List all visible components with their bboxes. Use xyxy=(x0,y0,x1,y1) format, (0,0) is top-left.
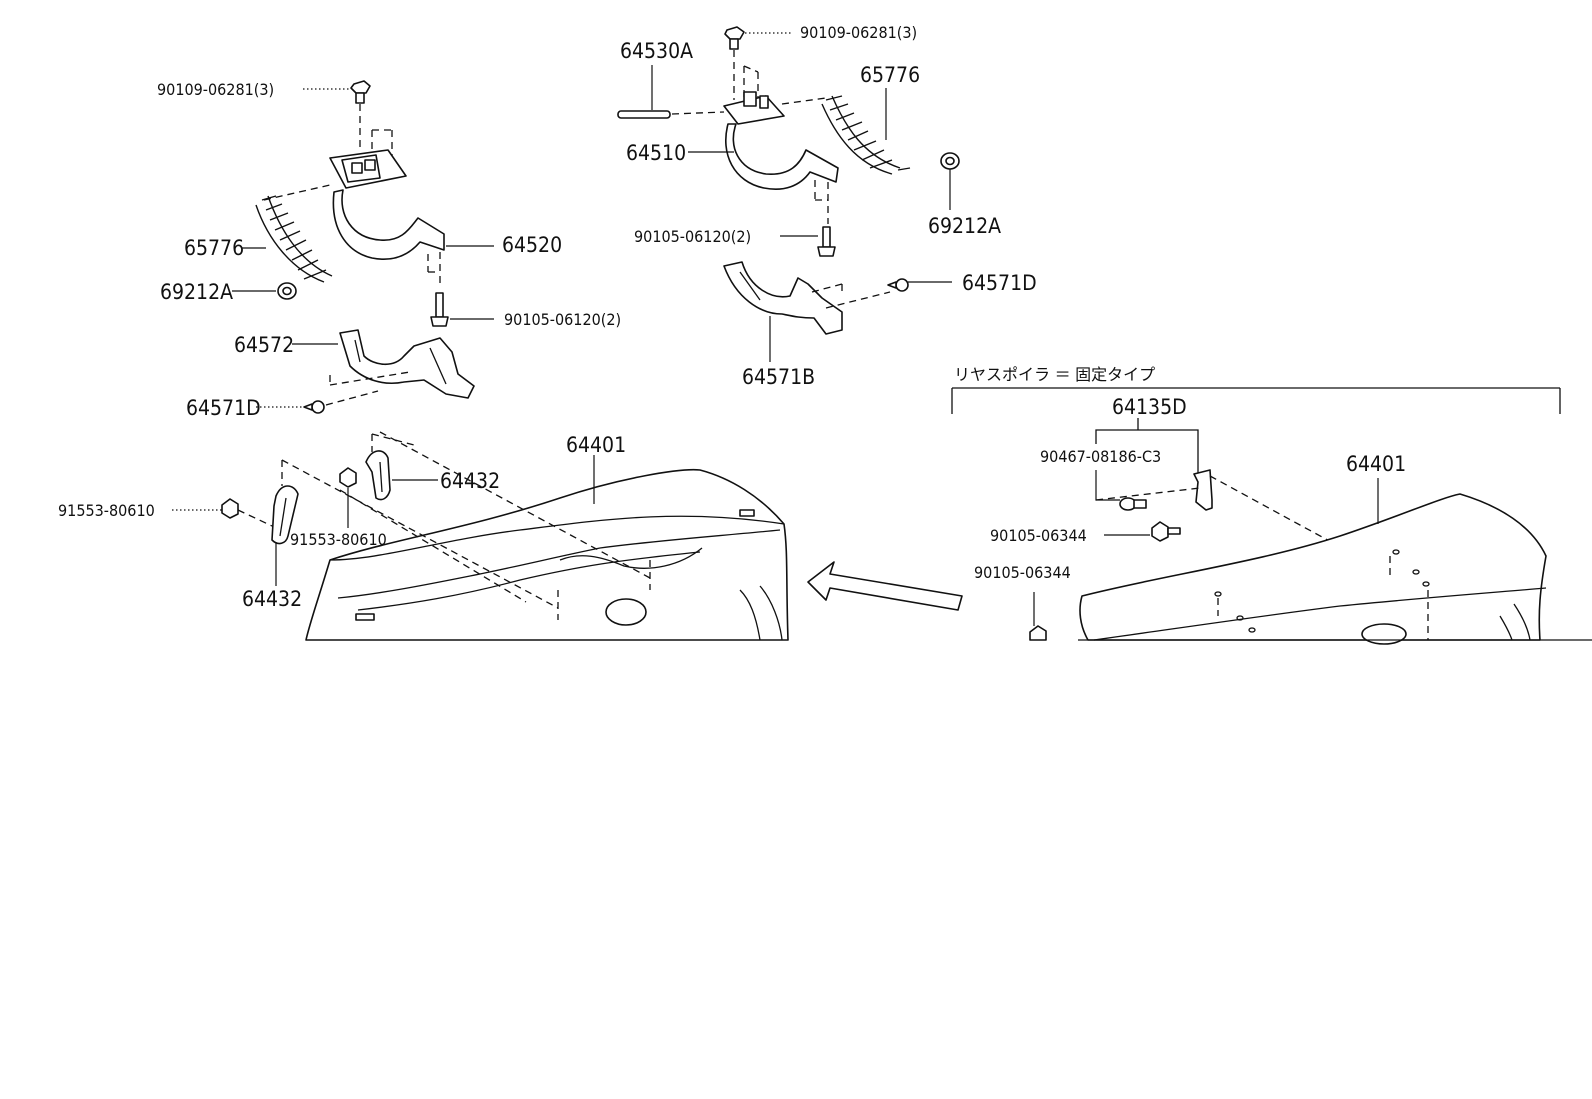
right-trunk-lid xyxy=(1079,493,1547,645)
callout-left-spring: 65776 xyxy=(184,236,244,260)
left-top-bolt xyxy=(350,80,371,104)
left-spring xyxy=(255,195,333,283)
center-rod xyxy=(617,110,671,119)
callout-center-screw: 64571D xyxy=(962,271,1037,295)
callout-spoiler-bolt: 90467-08186-C3 xyxy=(1040,447,1161,466)
callout-left-hinge-arm: 64520 xyxy=(502,233,562,257)
spoiler-screw-lower xyxy=(1029,625,1047,641)
callout-center-hinge-arm: 64510 xyxy=(626,141,686,165)
spoiler-variant-box xyxy=(951,387,1561,414)
callout-spoiler-screw-lower: 90105-06344 xyxy=(974,563,1071,582)
callout-center-bolt-top: 90109-06281(3) xyxy=(800,23,917,42)
upper-stay xyxy=(365,450,391,501)
callout-lid-left: 64401 xyxy=(566,433,626,457)
left-hinge-arm xyxy=(332,189,445,260)
view-arrow xyxy=(807,561,963,611)
center-clip xyxy=(940,152,960,170)
callout-left-clip: 69212A xyxy=(160,280,233,304)
lower-stay xyxy=(271,485,299,545)
callout-center-spring: 65776 xyxy=(860,63,920,87)
callout-left-hinge-bolt: 90105-06120(2) xyxy=(504,310,621,329)
callout-lid-right: 64401 xyxy=(1346,452,1406,476)
center-top-bolt xyxy=(724,26,745,50)
left-hinge-assembly xyxy=(255,80,475,414)
left-hinge-plate xyxy=(329,149,407,189)
callout-left-bolt-top: 90109-06281(3) xyxy=(157,80,274,99)
callout-center-rod: 64530A xyxy=(620,39,693,63)
callout-nut-left: 91553-80610 xyxy=(58,501,155,520)
callout-center-clip: 69212A xyxy=(928,214,1001,238)
left-nut xyxy=(221,498,239,519)
center-bracket xyxy=(723,261,843,335)
callout-center-hinge-bolt: 90105-06120(2) xyxy=(634,227,751,246)
callout-spoiler-set: 64135D xyxy=(1112,395,1187,419)
left-hinge-bolt xyxy=(430,292,449,327)
center-hinge-bolt xyxy=(817,226,836,257)
callout-center-bracket: 64571B xyxy=(742,365,815,389)
spoiler-bolt xyxy=(1119,497,1147,511)
callout-stay-upper: 64432 xyxy=(440,469,500,493)
spoiler-variant-title: リヤスポイラ ＝ 固定タイプ xyxy=(954,365,1155,384)
left-bracket xyxy=(339,329,475,399)
left-trunk-lid xyxy=(305,468,789,641)
left-screw xyxy=(303,400,325,414)
callout-left-screw: 64571D xyxy=(186,396,261,420)
spoiler-screw-upper xyxy=(1151,521,1181,542)
center-hinge-assembly xyxy=(617,26,960,335)
center-nut xyxy=(339,467,357,488)
center-screw xyxy=(887,278,909,292)
center-spring xyxy=(821,95,911,175)
spoiler-bracket xyxy=(1193,469,1213,511)
callout-left-bracket: 64572 xyxy=(234,333,294,357)
callout-nut-center: 91553-80610 xyxy=(290,530,387,549)
callout-stay-lower: 64432 xyxy=(242,587,302,611)
center-hinge-arm xyxy=(724,123,839,190)
callout-spoiler-screw-upper: 90105-06344 xyxy=(990,526,1087,545)
center-hinge-plate xyxy=(723,91,785,125)
left-clip xyxy=(277,282,297,300)
